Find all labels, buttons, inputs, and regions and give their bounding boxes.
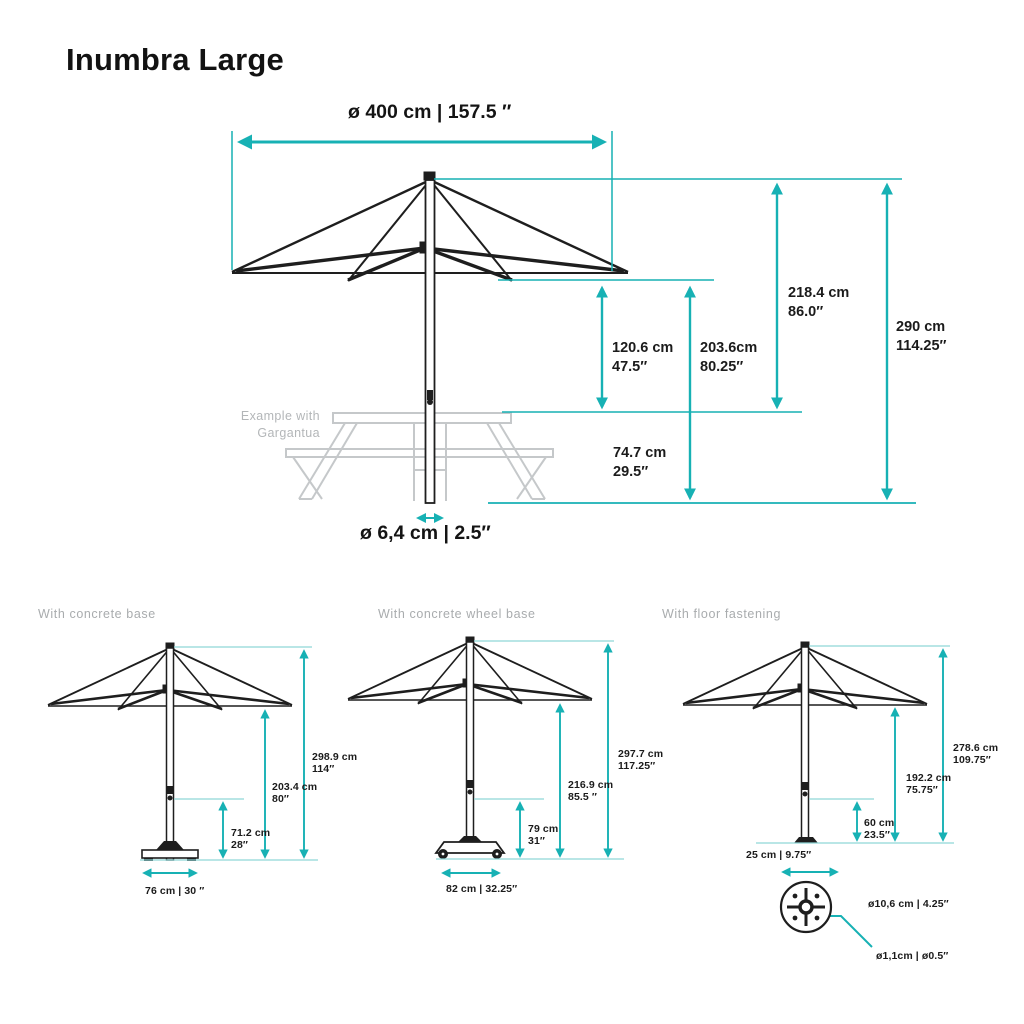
- v1-dim-crank: 71.2 cm 28″: [231, 827, 271, 852]
- variant-1-label: With concrete base: [38, 607, 156, 621]
- variant-2-dimension-lines: [436, 640, 624, 878]
- dim-top-to-table: 218.4 cm 86.0″: [788, 285, 850, 320]
- canopy-diameter-label: ø 400 cm | 157.5 ″: [348, 101, 512, 123]
- floor-plate-detail: [779, 880, 833, 934]
- variant-3-drawing: [682, 641, 928, 843]
- variant-3-label: With floor fastening: [662, 607, 781, 621]
- v3-dim-plate-width: 25 cm | 9.75″: [746, 849, 812, 861]
- v1-dim-clearance: 203.4 cm 80″: [272, 781, 318, 806]
- v2-dim-base-width: 82 cm | 32.25″: [446, 883, 518, 895]
- pole-diameter-label: ø 6,4 cm | 2.5″: [360, 522, 491, 544]
- table-note: Example with Gargantua: [240, 409, 320, 440]
- gargantua-table-drawing: [285, 412, 554, 501]
- dim-total-height: 290 cm 114.25″: [896, 319, 947, 354]
- v3-dim-total: 278.6 cm 109.75″: [953, 742, 999, 767]
- page-title: Inumbra Large: [66, 42, 284, 77]
- dim-clearance-table: 120.6 cm 47.5″: [612, 340, 674, 375]
- variant-2-label: With concrete wheel base: [378, 607, 536, 621]
- v1-dim-total: 298.9 cm 114″: [312, 751, 358, 776]
- v2-dim-crank: 79 cm 31″: [528, 823, 559, 848]
- variant-1-dimension-lines: [140, 646, 318, 878]
- v2-dim-clearance: 216.9 cm 85.5 ″: [568, 779, 614, 804]
- v3-dim-plate-diameter: ø10,6 cm | 4.25″: [868, 898, 949, 910]
- v2-dim-total: 297.7 cm 117.25″: [618, 748, 664, 773]
- main-umbrella-drawing: [231, 171, 629, 504]
- variant-3-dimension-lines: [756, 645, 954, 948]
- main-dimension-lines: [231, 131, 916, 523]
- dim-table-height: 74.7 cm 29.5″: [613, 445, 667, 480]
- v3-dim-crank: 60 cm 23.5″: [864, 817, 895, 842]
- v3-dim-clearance: 192.2 cm 75.75″: [906, 772, 952, 797]
- variant-2-drawing: [347, 636, 593, 859]
- v1-dim-base-width: 76 cm | 30 ″: [145, 885, 205, 897]
- dim-clearance-ground: 203.6cm 80.25″: [700, 340, 758, 375]
- v3-dim-bolt-diameter: ø1,1cm | ø0.5″: [876, 950, 949, 962]
